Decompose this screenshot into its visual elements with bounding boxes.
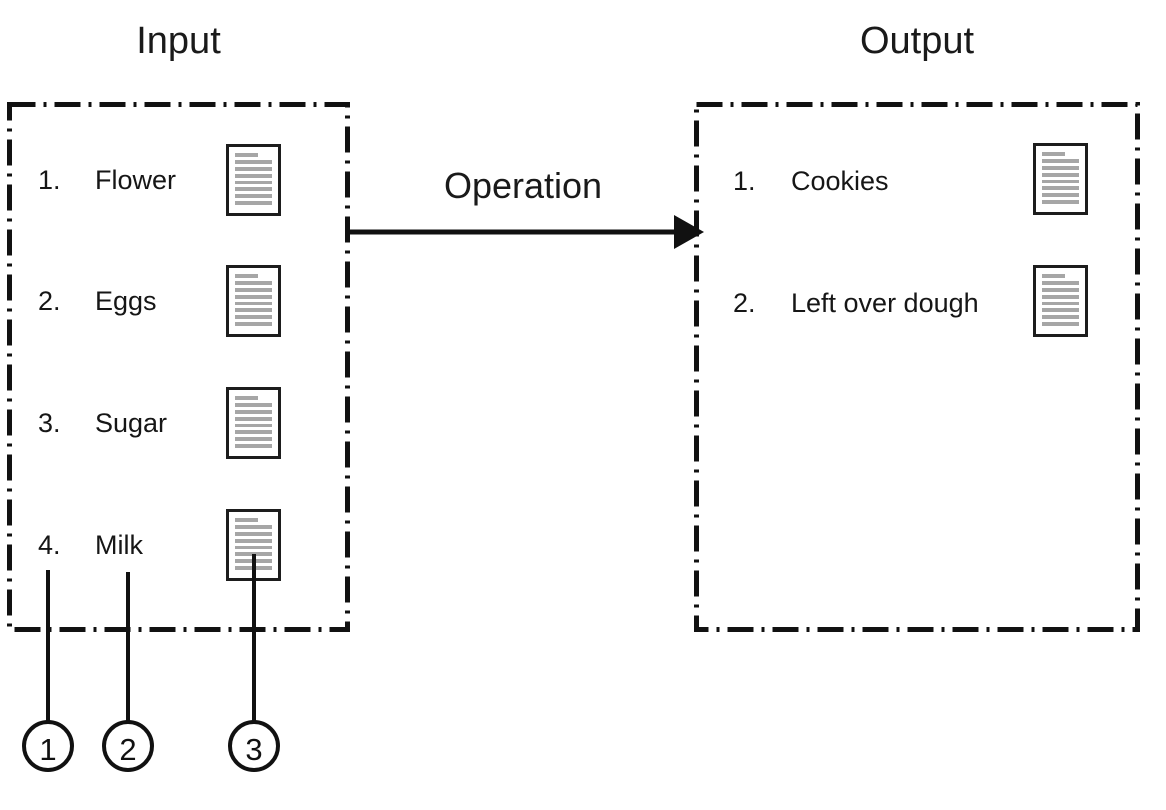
document-line xyxy=(235,531,272,536)
callout-badge-3[interactable]: 3 xyxy=(245,732,263,767)
document-icon[interactable] xyxy=(226,387,281,459)
list-item-number: 1. xyxy=(38,165,61,195)
document-line xyxy=(235,444,272,448)
document-line xyxy=(235,423,272,428)
document-line xyxy=(235,287,272,292)
document-line xyxy=(1042,287,1079,292)
document-line xyxy=(235,396,258,400)
document-line xyxy=(235,180,272,185)
document-line xyxy=(235,308,272,313)
list-item-number: 3. xyxy=(38,408,61,438)
document-line xyxy=(1042,152,1065,156)
document-line xyxy=(235,173,272,178)
document-line xyxy=(235,322,272,326)
document-icon[interactable] xyxy=(226,144,281,216)
input-panel-title: Input xyxy=(136,20,221,62)
list-item-label: Left over dough xyxy=(791,288,979,318)
document-line xyxy=(1042,172,1079,177)
document-line xyxy=(235,201,272,205)
list-item-label: Cookies xyxy=(791,166,889,196)
document-line xyxy=(1042,158,1079,163)
list-item[interactable]: 1. Flower xyxy=(7,144,350,216)
list-item-label: Milk xyxy=(95,530,143,560)
document-line xyxy=(235,153,258,157)
document-line xyxy=(235,301,272,306)
operation-label: Operation xyxy=(443,165,603,206)
document-line xyxy=(235,416,272,421)
list-item-number: 4. xyxy=(38,530,61,560)
document-line xyxy=(235,294,272,299)
output-panel: 1. Cookies 2. Left over dough xyxy=(694,102,1140,632)
document-line xyxy=(235,280,272,285)
document-line xyxy=(1042,200,1079,204)
operation-arrow xyxy=(348,215,704,249)
document-line xyxy=(235,315,272,320)
document-line xyxy=(235,545,272,550)
list-item-label: Flower xyxy=(95,165,177,195)
document-line xyxy=(1042,179,1079,184)
document-line xyxy=(1042,308,1079,313)
document-line xyxy=(235,274,258,278)
list-item-number: 1. xyxy=(733,166,756,196)
list-item-label: Sugar xyxy=(95,408,168,438)
document-line xyxy=(235,166,272,171)
document-line xyxy=(235,187,272,192)
document-line xyxy=(1042,322,1079,326)
list-item[interactable]: 3. Sugar xyxy=(7,387,350,459)
callout-badge-1[interactable]: 1 xyxy=(39,732,57,767)
list-item-number: 2. xyxy=(733,288,756,318)
document-line xyxy=(1042,274,1065,278)
document-line xyxy=(235,194,272,199)
list-item[interactable]: 1. Cookies xyxy=(694,143,1140,215)
input-panel: 1. Flower 2. Eggs xyxy=(7,102,350,632)
document-line xyxy=(1042,193,1079,198)
document-line xyxy=(235,409,272,414)
output-panel-title: Output xyxy=(859,20,975,62)
document-line xyxy=(235,518,258,522)
document-line xyxy=(235,402,272,407)
document-line xyxy=(235,159,272,164)
list-item[interactable]: 2. Eggs xyxy=(7,265,350,337)
document-line xyxy=(1042,280,1079,285)
document-line xyxy=(1042,294,1079,299)
document-line xyxy=(1042,301,1079,306)
list-item-label: Eggs xyxy=(95,286,157,316)
document-line xyxy=(235,437,272,442)
document-icon[interactable] xyxy=(226,265,281,337)
callout-leader-lines xyxy=(22,554,280,772)
document-icon[interactable] xyxy=(1033,265,1088,337)
document-line xyxy=(1042,186,1079,191)
document-icon[interactable] xyxy=(1033,143,1088,215)
document-line xyxy=(235,430,272,435)
document-line xyxy=(1042,315,1079,320)
document-line xyxy=(235,524,272,529)
list-item-number: 2. xyxy=(38,286,61,316)
list-item[interactable]: 2. Left over dough xyxy=(694,265,1140,337)
document-line xyxy=(1042,165,1079,170)
document-line xyxy=(235,538,272,543)
callout-badge-2[interactable]: 2 xyxy=(119,732,137,767)
